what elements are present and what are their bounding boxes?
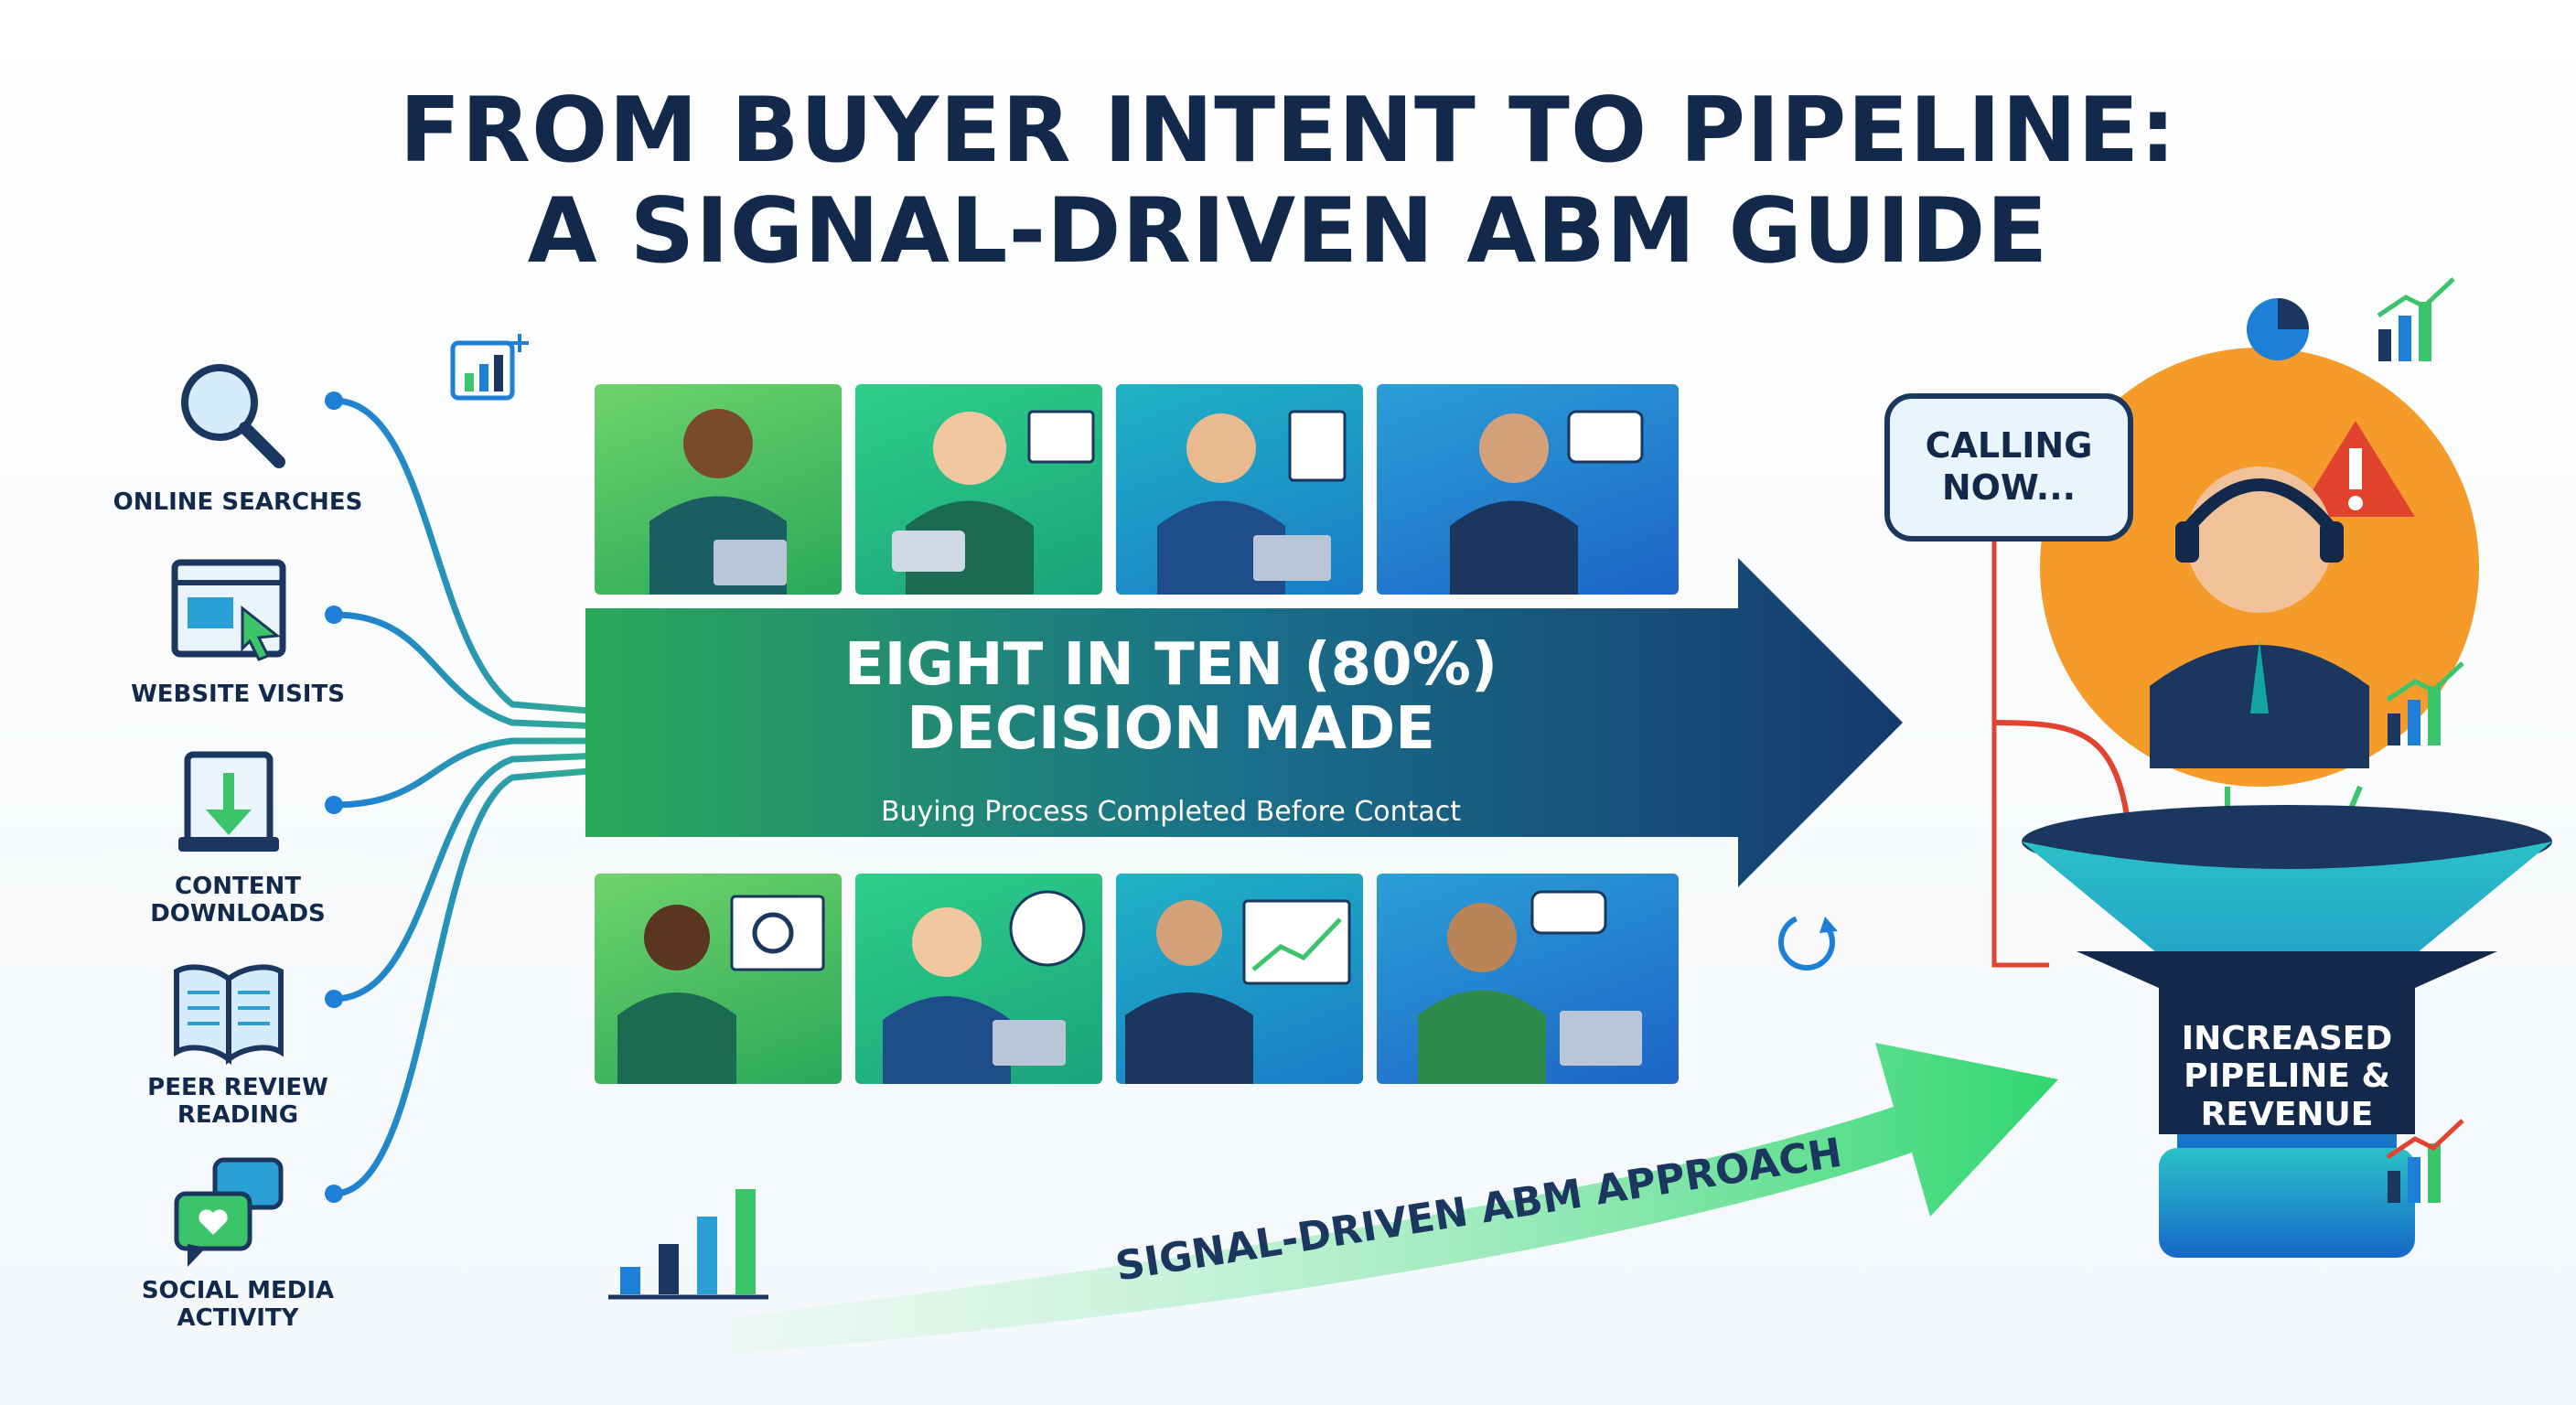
magnifier-icon	[169, 352, 288, 471]
buyer-panel-laptop	[595, 384, 842, 595]
buyer-panel-presenting	[1377, 384, 1679, 595]
funnel-label: INCREASED PIPELINE & REVENUE	[2181, 1020, 2393, 1133]
central-headline: EIGHT IN TEN (80%) DECISION MADE	[843, 631, 1498, 764]
analytics-plus-icon	[448, 329, 531, 412]
growth-chart-icon	[2378, 1116, 2470, 1207]
buyer-panel-chatting	[1377, 874, 1679, 1084]
pie-chart-icon	[2241, 293, 2314, 366]
buyer-panel-analytics	[855, 874, 1102, 1084]
central-subtitle: Buying Process Completed Before Contact	[880, 796, 1462, 828]
refresh-icon	[1770, 906, 1843, 979]
buyer-panel-research	[595, 874, 842, 1084]
page-title-line-1: FROM BUYER INTENT TO PIPELINE:	[399, 79, 2177, 183]
signal-label-peer-review-reading: PEER REVIEW READING	[147, 1074, 328, 1129]
buyer-panel-document	[1116, 384, 1363, 595]
browser-cursor-icon	[169, 553, 288, 672]
signal-label-online-searches: ONLINE SEARCHES	[113, 488, 363, 516]
growth-chart-icon	[2378, 659, 2470, 750]
buyer-panel-dashboard	[1116, 874, 1363, 1084]
chat-heart-icon	[169, 1153, 288, 1271]
calling-now-bubble: CALLING NOW...	[1884, 393, 2133, 542]
page-title-line-2: A SIGNAL-DRIVEN ABM GUIDE	[527, 179, 2049, 284]
signal-label-content-downloads: CONTENT DOWNLOADS	[150, 873, 326, 928]
sales-rep-headset	[2095, 421, 2424, 768]
growth-chart-icon	[2369, 274, 2461, 366]
open-book-icon	[169, 951, 288, 1070]
signal-label-website-visits: WEBSITE VISITS	[131, 681, 345, 708]
signal-label-social-media-activity: SOCIAL MEDIA ACTIVITY	[141, 1277, 335, 1332]
buyer-panel-tablet	[855, 384, 1102, 595]
download-icon	[169, 745, 288, 864]
